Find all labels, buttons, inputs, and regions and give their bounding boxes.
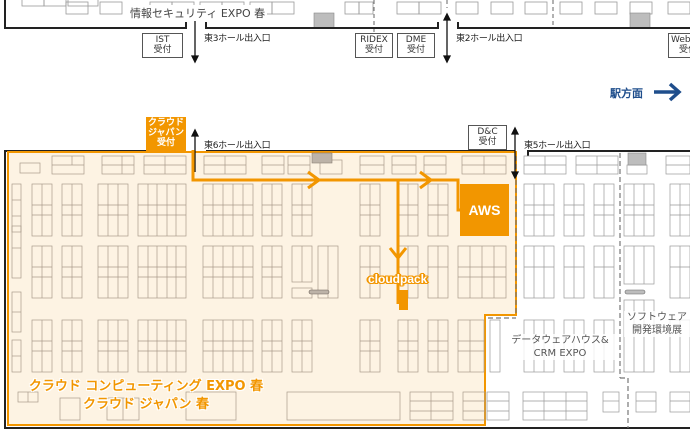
arrow-right-icon (654, 82, 682, 102)
entrance-east2: 東2ホール出入口 (456, 34, 523, 44)
software-dev-expo-title: ソフトウェア 開発環境展 (624, 311, 690, 337)
entrance-east5: 東5ホール出入口 (524, 141, 591, 151)
reception-ridex: RIDEX 受付 (355, 33, 393, 58)
reception-label: クラウド (147, 118, 184, 128)
reception-label: RIDEX (360, 35, 388, 45)
hall-dividers-bottom (488, 153, 629, 428)
reception-dme: DME 受付 (397, 33, 435, 58)
right-hall-booths (486, 155, 690, 421)
cloud-hall-booth-grid (17, 183, 507, 421)
cloud-expo-title-line2: クラウド ジャパン 春 (82, 397, 210, 412)
reception-label: 受付 (364, 45, 383, 55)
route-arrow-icon (307, 170, 434, 261)
aws-booth[interactable]: AWS (460, 184, 509, 236)
cloudpack-booth-label[interactable]: cloudpack (368, 272, 428, 286)
route-path (191, 150, 462, 304)
bench-icon (308, 289, 330, 295)
facility-block (627, 152, 647, 166)
dwh-crm-title-line1: データウェアハウス& (511, 335, 609, 346)
entrance-east3: 東3ホール出入口 (204, 34, 271, 44)
station-direction-label: 駅方面 (610, 87, 643, 100)
top-hall-title: 情報セキュリティ EXPO 春 (128, 5, 268, 21)
facility-block (629, 12, 651, 29)
facility-block (311, 152, 333, 164)
reception-label: 受付 (153, 45, 172, 55)
reception-label: D&C (477, 127, 498, 137)
aws-booth-label: AWS (468, 202, 501, 218)
reception-dc: D&C 受付 (468, 125, 507, 150)
top-hall-walls (4, 0, 690, 29)
cloudpack-booth (399, 290, 408, 310)
cloud-hall-booths (19, 155, 507, 175)
reception-label: ジャパン (147, 128, 184, 138)
bench-icon (624, 289, 646, 295)
reception-label: DME (405, 35, 427, 45)
reception-cloud-japan: クラウド ジャパン 受付 (146, 117, 186, 151)
software-dev-title-line1: ソフトウェア (627, 312, 687, 323)
reception-web: Web 受付 (668, 33, 690, 58)
reception-ist: IST 受付 (142, 33, 183, 58)
entrance-arrow-icon (190, 126, 520, 180)
reception-label: 受付 (406, 45, 425, 55)
reception-label: 受付 (156, 138, 175, 148)
top-hall-booths (21, 0, 690, 15)
entrance-east6: 東6ホール出入口 (204, 141, 271, 151)
reception-label: IST (155, 35, 170, 45)
cloud-expo-title-line1: クラウド コンピューティング EXPO 春 (28, 379, 264, 394)
cloud-expo-title: クラウド コンピューティング EXPO 春 クラウド ジャパン 春 (20, 378, 272, 414)
software-dev-title-line2: 開発環境展 (632, 325, 682, 336)
dwh-crm-expo-title: データウェアハウス& CRM EXPO (505, 334, 615, 360)
dwh-crm-title-line2: CRM EXPO (533, 348, 587, 359)
cloud-hall-booth-blocks (11, 183, 22, 373)
reception-label: 受付 (478, 137, 497, 147)
reception-label: 受付 (679, 45, 690, 55)
reception-label: Web (671, 35, 690, 45)
facility-block (313, 12, 335, 29)
